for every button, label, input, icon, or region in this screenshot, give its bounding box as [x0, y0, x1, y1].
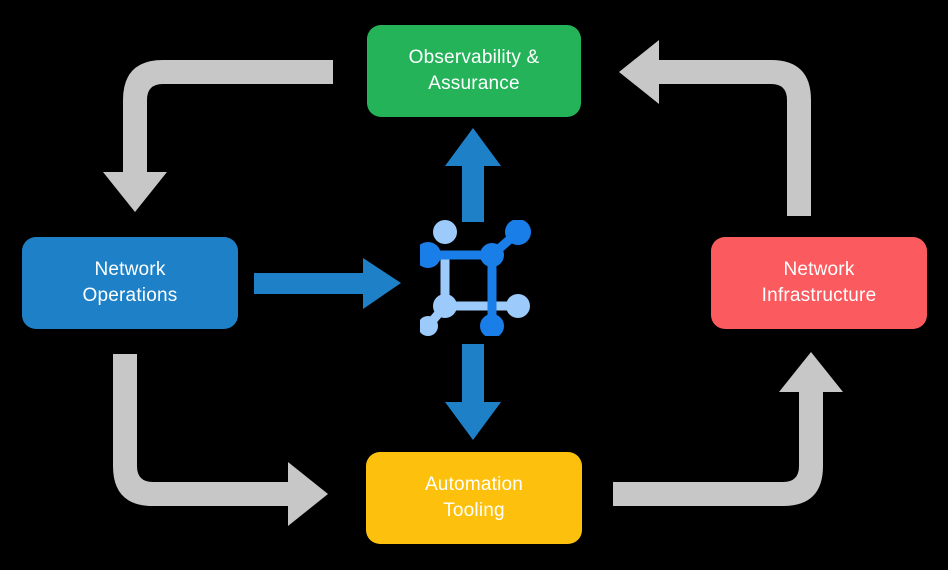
connector-observability-to-network-operations: [103, 60, 333, 212]
network-topology-icon: [420, 220, 531, 336]
node-network-operations[interactable]: Network Operations: [22, 237, 238, 329]
connector-center-to-automation-tooling: [445, 344, 501, 440]
connector-network-infrastructure-to-observability: [619, 40, 811, 216]
node-label-network-infrastructure: Network Infrastructure: [761, 258, 877, 306]
connector-network-operations-to-center: [254, 258, 401, 309]
node-network-infrastructure[interactable]: Network Infrastructure: [711, 237, 927, 329]
node-label-network-operations: Network Operations: [82, 258, 178, 306]
node-observability-assurance[interactable]: Observability & Assurance: [367, 25, 581, 117]
connector-network-operations-to-automation-tooling: [113, 354, 328, 526]
connector-center-to-observability: [445, 128, 501, 222]
node-label-observability-assurance: Observability & Assurance: [408, 46, 540, 94]
node-label-automation-tooling: Automation Tooling: [424, 473, 524, 521]
node-automation-tooling[interactable]: Automation Tooling: [366, 452, 582, 544]
connector-automation-tooling-to-network-infrastructure: [613, 352, 843, 506]
